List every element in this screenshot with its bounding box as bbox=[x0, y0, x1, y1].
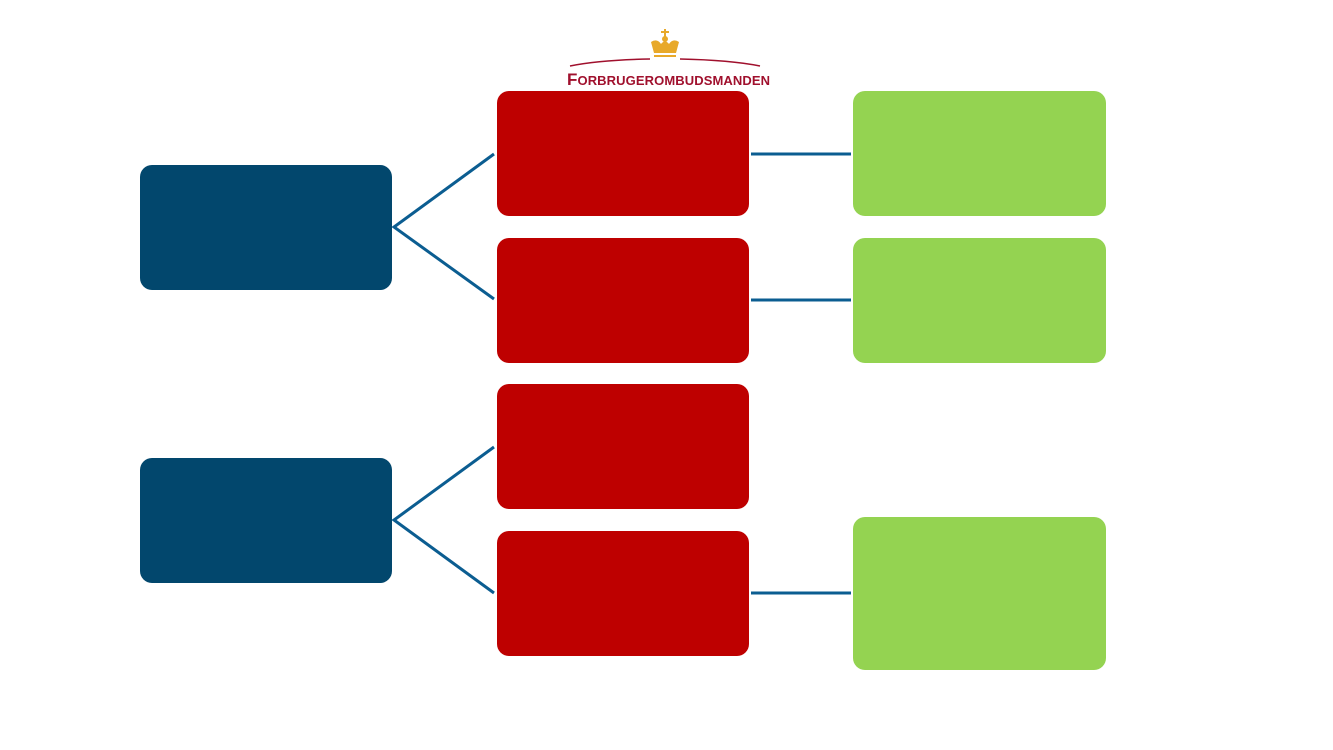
middle-box-1 bbox=[497, 91, 749, 216]
middle-box-4 bbox=[497, 531, 749, 656]
leaf-box-1 bbox=[853, 91, 1106, 216]
root-box-1 bbox=[140, 165, 392, 290]
logo bbox=[560, 25, 770, 95]
connector-top-branch bbox=[391, 152, 495, 301]
leaf-box-3 bbox=[853, 517, 1106, 670]
leaf-box-2 bbox=[853, 238, 1106, 363]
connector-bottom-branch bbox=[391, 445, 495, 595]
middle-box-3 bbox=[497, 384, 749, 509]
root-box-2 bbox=[140, 458, 392, 583]
logo-text: Forbrugerombudsmanden bbox=[567, 70, 771, 89]
crown-icon bbox=[569, 29, 761, 67]
middle-box-2 bbox=[497, 238, 749, 363]
